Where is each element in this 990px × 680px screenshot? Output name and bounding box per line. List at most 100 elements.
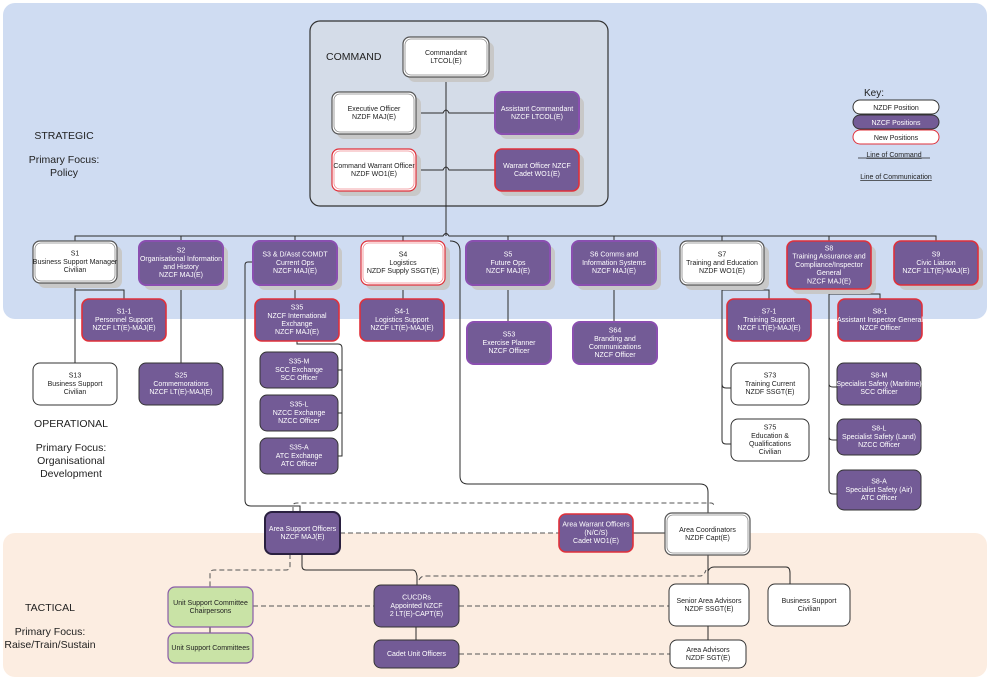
legend: Key: NZDF Position NZCF Positions New Po… xyxy=(852,88,940,181)
node-text-line: Information Systems xyxy=(582,260,646,267)
node-text-line: Compliance/Inspector xyxy=(795,262,863,269)
node-text-line: S8-L xyxy=(872,426,887,433)
line-of-command xyxy=(416,166,495,171)
strategic-focus: Policy xyxy=(50,167,79,179)
position-node-usc[interactable]: Unit Support Committees xyxy=(167,632,254,664)
strategic-focus-label: Primary Focus: xyxy=(29,154,100,166)
command-title: COMMAND xyxy=(326,51,382,63)
node-text-line: S8-1 xyxy=(873,309,888,316)
node-text-line: S35-M xyxy=(289,359,310,366)
node-box xyxy=(331,148,417,192)
node-text-line: NZCF International xyxy=(267,313,327,320)
position-node-cuo[interactable]: Cadet Unit Officers xyxy=(373,639,460,669)
node-box xyxy=(264,511,341,555)
legend-line-of-command: Line of Command xyxy=(866,152,921,159)
node-text-line: NZCC Officer xyxy=(858,442,901,449)
legend-swatch-nzdf xyxy=(852,99,940,115)
node-text-line: Area Coordinators xyxy=(679,527,736,534)
node-text-line: Cadet WO1(E) xyxy=(573,538,619,545)
node-text-line: S1-1 xyxy=(117,309,132,316)
node-box xyxy=(893,240,979,286)
node-box xyxy=(32,240,118,284)
node-text-line: Specialist Safety (Air) xyxy=(846,487,913,494)
line-of-command xyxy=(296,341,343,457)
node-text-line: LTCOL(E) xyxy=(430,58,461,65)
operational-focus-label: Primary Focus: xyxy=(36,442,107,454)
node-text-line: NZDF Supply SSGT(E) xyxy=(367,268,439,275)
node-text-line: Current Ops xyxy=(276,260,315,267)
node-box xyxy=(836,362,922,406)
node-text-line: S13 xyxy=(69,373,82,380)
node-text-line: Civilian xyxy=(64,389,87,396)
line-of-command xyxy=(828,383,837,388)
node-box xyxy=(558,513,634,553)
line-of-command xyxy=(416,109,495,114)
node-box xyxy=(465,240,551,286)
node-text-line: NZCF Officer xyxy=(859,325,901,332)
legend-label-new: New Positions xyxy=(874,135,919,142)
node-box xyxy=(359,298,445,342)
legend-label-nzdf: NZDF Position xyxy=(873,105,919,112)
legend-swatch-nzcf xyxy=(852,114,940,130)
node-box xyxy=(373,639,460,669)
node-box xyxy=(331,91,417,135)
legend-label-nzcf: NZCF Positions xyxy=(871,120,921,127)
line-of-command xyxy=(828,294,837,495)
node-text-line: Area Support Officers xyxy=(269,526,337,533)
node-text-line: S2 xyxy=(177,248,186,255)
node-text-line: NZDF WO1(E) xyxy=(699,268,745,275)
node-box xyxy=(726,298,812,342)
node-text-line: NZCF LT(E)-MAJ(E) xyxy=(149,389,212,396)
node-text-line: ATC Exchange xyxy=(276,453,323,460)
tactical-focus: Raise/Train/Sustain xyxy=(4,639,95,651)
node-text-line: Appointed NZCF xyxy=(390,603,442,610)
connector-lines xyxy=(74,77,937,655)
node-text-line: S35 xyxy=(291,305,304,312)
position-node-awo[interactable]: Area Warrant Officers(N/C/S)Cadet WO1(E) xyxy=(558,513,634,553)
node-text-line: NZCF 1LT(E)-MAJ(E) xyxy=(902,268,969,275)
node-box xyxy=(837,298,923,342)
node-text-line: Personnel Support xyxy=(95,317,153,324)
node-box xyxy=(259,351,339,389)
node-box xyxy=(138,362,224,406)
node-text-line: Specialist Safety (Land) xyxy=(842,434,916,441)
